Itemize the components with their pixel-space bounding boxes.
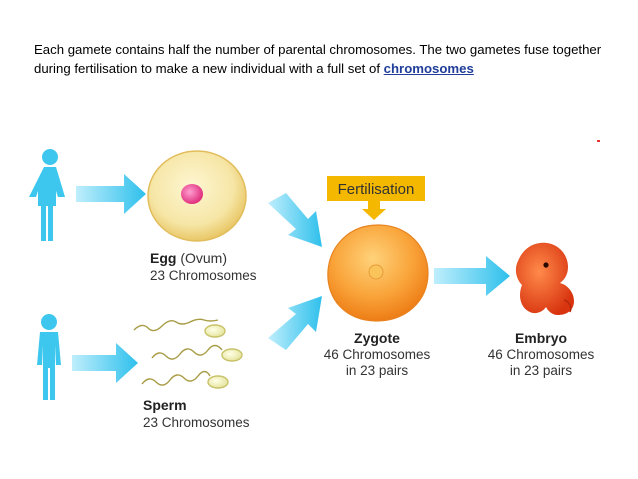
zygote-pairs: in 23 pairs (346, 363, 409, 378)
egg-label: Egg (Ovum) (150, 250, 227, 266)
red-mark (597, 140, 600, 142)
fertilisation-down-arrow (362, 201, 386, 220)
embryo-pairs: in 23 pairs (510, 363, 573, 378)
egg-alt-name: (Ovum) (176, 250, 227, 266)
arrow-male-to-sperm (72, 343, 138, 383)
sperm-name: Sperm (143, 397, 187, 413)
sperm-head-2 (221, 348, 243, 362)
sperm-tail-3 (141, 370, 211, 386)
male-icon (37, 314, 61, 400)
sperm-cells (133, 318, 243, 389)
egg-name: Egg (150, 250, 176, 266)
embryo-count: 46 Chromosomes (488, 347, 595, 362)
sperm-head-3 (207, 375, 229, 389)
arrow-female-to-egg (76, 174, 146, 214)
female-icon (29, 149, 65, 241)
zygote-cell (327, 224, 429, 322)
embryo-icon (515, 242, 574, 315)
arrow-sperm-to-zygote (268, 296, 322, 350)
egg-cell (147, 150, 247, 242)
egg-count: 23 Chromosomes (150, 268, 257, 283)
sperm-count: 23 Chromosomes (143, 415, 250, 430)
zygote-nucleus (368, 264, 384, 280)
sperm-head-1 (204, 324, 226, 338)
arrow-zygote-to-embryo (434, 256, 510, 296)
sperm-tail-1 (133, 318, 219, 332)
chromosomes-link[interactable]: chromosomes (383, 61, 474, 76)
zygote-count: 46 Chromosomes (324, 347, 431, 362)
caption: Each gamete contains half the number of … (34, 40, 604, 78)
embryo-eye (543, 262, 549, 268)
arrow-egg-to-zygote (268, 193, 322, 247)
embryo-name: Embryo (515, 330, 567, 346)
caption-text: Each gamete contains half the number of … (34, 42, 602, 76)
fertilisation-box (327, 176, 425, 220)
sperm-tail-2 (151, 344, 223, 360)
fertilisation-label: Fertilisation (338, 181, 415, 198)
zygote-name: Zygote (354, 330, 400, 346)
egg-nucleus (181, 184, 203, 204)
